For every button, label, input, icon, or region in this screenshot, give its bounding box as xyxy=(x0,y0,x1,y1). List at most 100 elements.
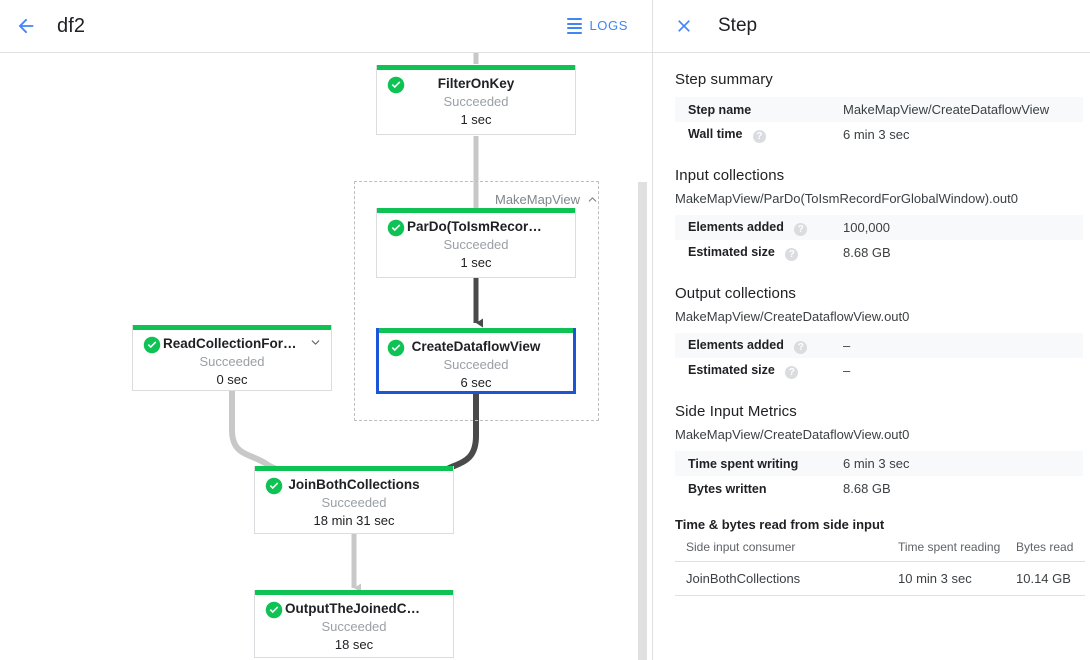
node-status: Succeeded xyxy=(443,237,509,252)
node-time: 18 sec xyxy=(334,637,374,652)
step-panel-title: Step xyxy=(718,15,758,36)
node-time: 18 min 31 sec xyxy=(313,513,395,528)
node-name: OutputTheJoinedCollec… xyxy=(285,601,451,616)
success-check-icon xyxy=(265,477,283,495)
node-time: 6 sec xyxy=(460,375,492,390)
node-time: 1 sec xyxy=(460,255,492,270)
side-input-read-heading: Time & bytes read from side input xyxy=(675,517,885,532)
help-icon[interactable]: ? xyxy=(794,341,808,354)
row-value: 6 min 3 sec xyxy=(843,127,910,142)
logs-lines-icon xyxy=(567,18,583,34)
success-check-icon xyxy=(265,601,283,619)
row-value: 8.68 GB xyxy=(843,245,891,260)
input-collections-heading: Input collections xyxy=(675,167,785,184)
success-check-icon xyxy=(387,339,405,357)
group-makemapview[interactable] xyxy=(354,181,599,421)
node-status-stripe xyxy=(377,208,575,213)
node-status-stripe xyxy=(379,328,573,333)
table-row: Bytes written 8.68 GB xyxy=(675,476,1083,501)
table-row: Time spent writing 6 min 3 sec xyxy=(675,451,1083,476)
input-collection-name: MakeMapView/ParDo(ToIsmRecordForGlobalWi… xyxy=(675,191,1018,206)
graph-vertical-scrollbar[interactable] xyxy=(637,53,648,660)
graph-node-create-dataflow-view[interactable]: CreateDataflowView Succeeded 6 sec xyxy=(376,328,576,394)
step-summary-table: Step name MakeMapView/CreateDataflowView… xyxy=(675,97,1083,147)
row-label: Elements added xyxy=(688,220,784,234)
side-input-metrics-heading: Side Input Metrics xyxy=(675,403,797,420)
success-check-icon xyxy=(387,76,405,94)
node-name: ReadCollectionForJoin xyxy=(163,336,311,351)
column-header-side-input-consumer: Side input consumer xyxy=(675,536,887,562)
success-check-icon xyxy=(143,336,161,354)
row-label: Step name xyxy=(688,102,752,117)
row-value: 8.68 GB xyxy=(843,481,891,496)
row-label: Estimated size xyxy=(688,245,775,259)
row-value: 100,000 xyxy=(843,220,890,235)
row-value: – xyxy=(843,363,851,378)
table-row: Elements added ? – xyxy=(675,333,1083,358)
table-header-row: Side input consumer Time spent reading B… xyxy=(675,536,1085,562)
node-time: 0 sec xyxy=(216,372,248,387)
side-input-collection-name: MakeMapView/CreateDataflowView.out0 xyxy=(675,427,910,442)
node-status: Succeeded xyxy=(321,619,387,634)
node-name: JoinBothCollections xyxy=(288,477,420,492)
cell-side-input-consumer: JoinBothCollections xyxy=(675,561,887,596)
chevron-down-icon[interactable] xyxy=(309,336,322,349)
graph-node-pardo-toismrecordfor[interactable]: ParDo(ToIsmRecordFor… Succeeded 1 sec xyxy=(376,208,576,278)
table-row: Elements added ? 100,000 xyxy=(675,215,1083,240)
node-name: ParDo(ToIsmRecordFor… xyxy=(407,219,572,234)
logs-button-label: LOGS xyxy=(589,18,628,34)
graph-scrollbar-thumb[interactable] xyxy=(638,182,647,660)
row-value: 6 min 3 sec xyxy=(843,456,910,471)
output-collection-name: MakeMapView/CreateDataflowView.out0 xyxy=(675,309,910,324)
cell-time-spent-reading: 10 min 3 sec xyxy=(887,561,1005,596)
input-collections-table: Elements added ? 100,000 Estimated size … xyxy=(675,215,1083,265)
node-status-stripe xyxy=(255,466,453,471)
arrow-back-icon[interactable] xyxy=(6,6,46,46)
logs-button[interactable]: LOGS xyxy=(563,12,632,39)
row-label: Time spent writing xyxy=(688,456,799,471)
cell-bytes-read: 10.14 GB xyxy=(1005,561,1085,596)
pane-divider xyxy=(652,0,653,660)
node-status-stripe xyxy=(133,325,331,330)
node-status-stripe xyxy=(255,590,453,595)
node-status-stripe xyxy=(377,65,575,70)
step-panel-body: Step summary Step name MakeMapView/Creat… xyxy=(653,53,1090,596)
graph-node-read-collection-for-join[interactable]: ReadCollectionForJoin Succeeded 0 sec xyxy=(132,325,332,391)
side-input-read-table: Side input consumer Time spent reading B… xyxy=(675,536,1085,596)
node-status: Succeeded xyxy=(443,94,509,109)
table-row: Wall time ? 6 min 3 sec xyxy=(675,122,1083,147)
node-status: Succeeded xyxy=(321,495,387,510)
graph-pane: df2 LOGS xyxy=(0,0,652,660)
table-row[interactable]: JoinBothCollections 10 min 3 sec 10.14 G… xyxy=(675,561,1085,596)
row-label: Bytes written xyxy=(688,481,767,496)
step-summary-heading: Step summary xyxy=(675,71,773,88)
row-value: – xyxy=(843,338,851,353)
step-panel-header: Step xyxy=(653,0,1090,53)
group-makemapview-label[interactable]: MakeMapView xyxy=(495,192,599,207)
side-input-metrics-table: Time spent writing 6 min 3 sec Bytes wri… xyxy=(675,451,1083,501)
group-label-text: MakeMapView xyxy=(495,192,581,207)
row-label: Wall time xyxy=(688,127,743,141)
row-label: Estimated size xyxy=(688,363,775,377)
table-row: Estimated size ? – xyxy=(675,358,1083,383)
table-row: Estimated size ? 8.68 GB xyxy=(675,240,1083,265)
help-icon[interactable]: ? xyxy=(752,130,766,143)
success-check-icon xyxy=(387,219,405,237)
column-header-time-spent-reading: Time spent reading xyxy=(887,536,1005,562)
job-name-title: df2 xyxy=(57,14,86,37)
graph-node-filter-on-key[interactable]: FilterOnKey Succeeded 1 sec xyxy=(376,65,576,135)
graph-node-join-both-collections[interactable]: JoinBothCollections Succeeded 18 min 31 … xyxy=(254,466,454,534)
help-icon[interactable]: ? xyxy=(785,248,799,261)
row-label: Elements added xyxy=(688,338,784,352)
chevron-up-icon[interactable] xyxy=(586,193,599,206)
output-collections-heading: Output collections xyxy=(675,285,797,302)
help-icon[interactable]: ? xyxy=(794,223,808,236)
graph-canvas[interactable]: MakeMapView FilterOnKey Succeeded 1 sec xyxy=(0,53,652,660)
help-icon[interactable]: ? xyxy=(785,366,799,379)
row-value: MakeMapView/CreateDataflowView xyxy=(843,102,1050,117)
node-time: 1 sec xyxy=(460,112,492,127)
top-app-bar: df2 LOGS xyxy=(0,0,652,53)
graph-node-output-the-joined-collec[interactable]: OutputTheJoinedCollec… Succeeded 18 sec xyxy=(254,590,454,658)
close-icon[interactable] xyxy=(666,8,702,44)
